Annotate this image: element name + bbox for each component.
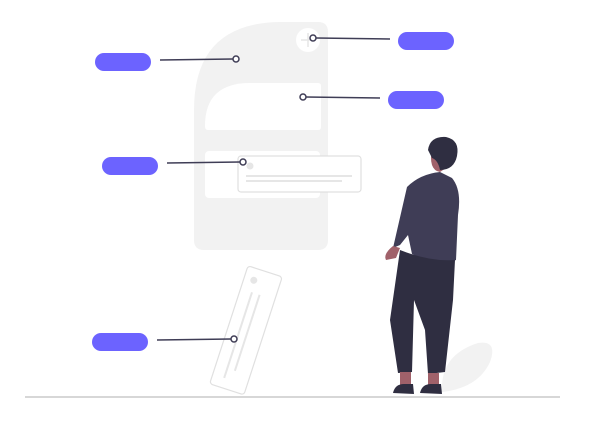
callout-plus: [309, 32, 454, 50]
phone-mockup: [194, 22, 328, 250]
person-figure: [385, 136, 460, 394]
callout-card: [299, 91, 444, 109]
tilted-card: [209, 265, 283, 395]
phone-card-1: [205, 83, 321, 130]
callout-popup: [102, 157, 247, 175]
callout-bottom: [92, 333, 238, 351]
callout-top-left: [95, 53, 240, 71]
leaf-icon: [441, 342, 493, 392]
popup-card: [237, 155, 362, 193]
